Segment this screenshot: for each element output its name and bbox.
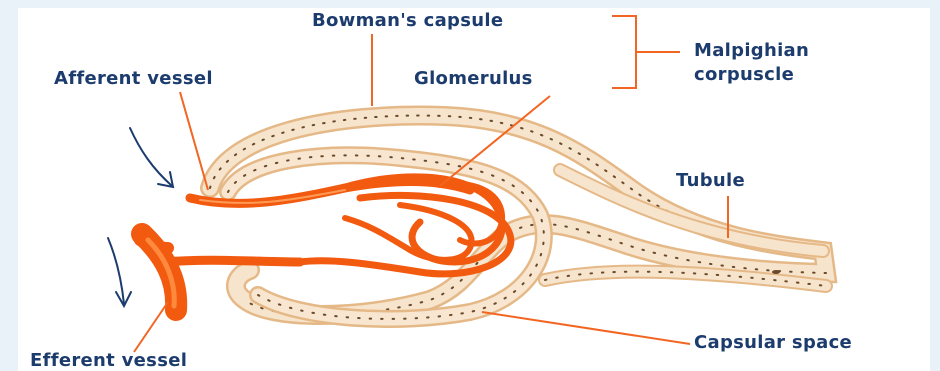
bracket-malpighian <box>612 16 680 88</box>
label-afferent-vessel: Afferent vessel <box>54 68 213 89</box>
label-bowmans-capsule: Bowman's capsule <box>312 10 503 31</box>
efferent-vessel-shape <box>140 234 176 310</box>
capillary-loop-3 <box>345 205 472 260</box>
efferent-vessel-branch <box>165 260 300 262</box>
label-efferent-vessel: Efferent vessel <box>30 350 187 371</box>
label-capsular-space: Capsular space <box>694 332 852 353</box>
efferent-flow-arrow-icon <box>108 238 131 306</box>
bowmans-capsule-wall <box>210 116 826 319</box>
tubule-spot <box>772 270 780 274</box>
label-malpighian-line1: Malpighian <box>694 40 809 61</box>
label-glomerulus: Glomerulus <box>414 68 533 89</box>
afferent-flow-arrow-icon <box>130 128 173 187</box>
leader-afferent-vessel <box>180 92 208 190</box>
leader-capsular-space <box>482 312 690 344</box>
label-tubule: Tubule <box>676 170 745 191</box>
leader-efferent-vessel <box>134 302 168 352</box>
label-malpighian-line2: corpuscle <box>694 64 794 85</box>
